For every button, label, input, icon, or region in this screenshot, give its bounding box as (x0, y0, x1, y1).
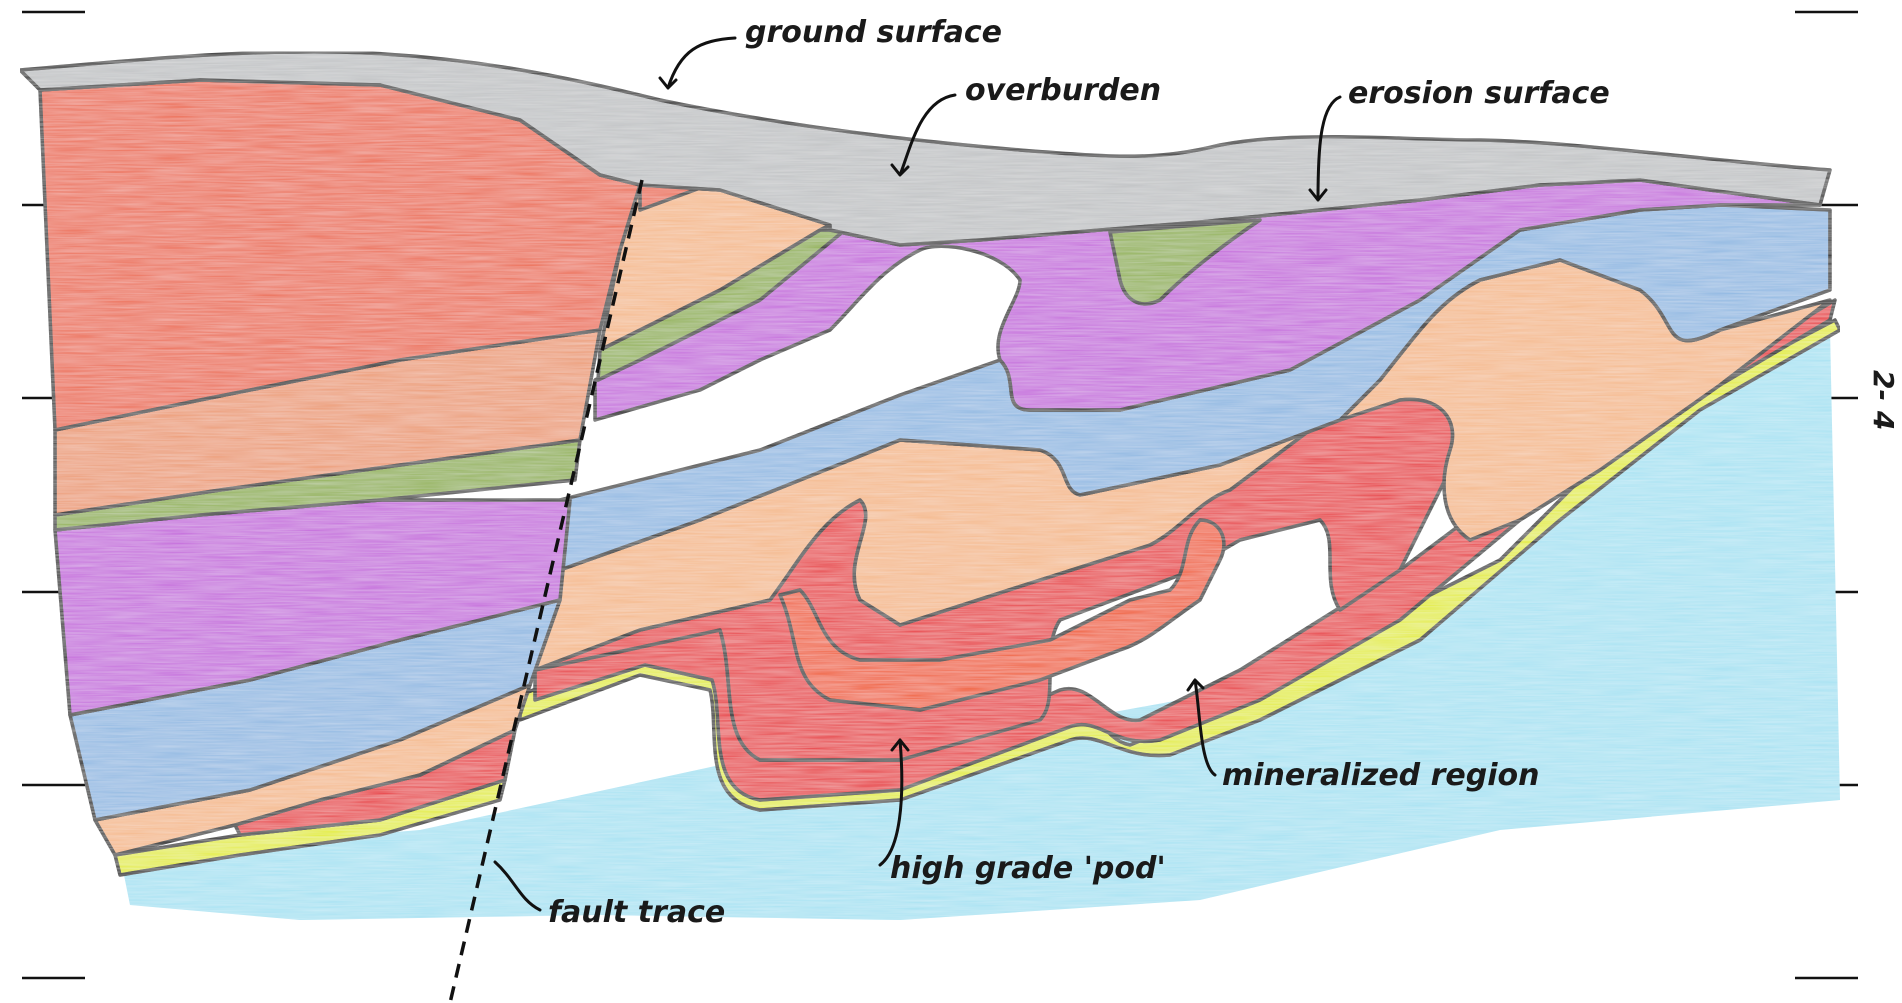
high-grade-pod-label: high grade 'pod' (890, 851, 1166, 886)
erosion-surface-label: erosion surface (1348, 76, 1610, 111)
mineralized-region-label: mineralized region (1222, 758, 1539, 793)
page-number: 2- 4 (1867, 370, 1900, 430)
fault-trace-label: fault trace (548, 895, 725, 930)
overburden-label: overburden (965, 73, 1161, 108)
ground-surface-label: ground surface (745, 15, 1002, 50)
